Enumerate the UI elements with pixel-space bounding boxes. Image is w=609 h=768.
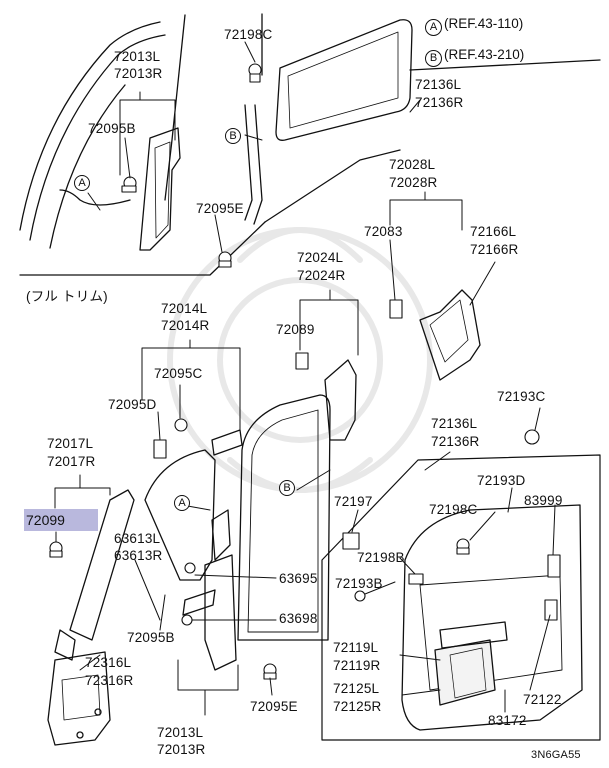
label-72125L[interactable]: 72125L [333,681,380,696]
label-72136L-mid[interactable]: 72136L [431,416,478,431]
label-72198C-mid[interactable]: 72198C [429,502,478,517]
label-72095C[interactable]: 72095C [154,366,203,381]
watermark-emblem [167,227,433,493]
label-72119R[interactable]: 72119R [333,658,381,673]
label-72095E-bottom[interactable]: 72095E [250,699,298,714]
label-72136R-mid[interactable]: 72136R [431,434,480,449]
clip-fasteners [49,63,561,680]
pillar-trim-upper [139,127,181,251]
reference-a: A(REF.43-110) [425,16,523,36]
label-72083[interactable]: 72083 [364,224,403,239]
label-72125R[interactable]: 72125R [333,699,382,714]
callout-a-upper: A [74,175,90,191]
label-72316R[interactable]: 72316R [85,673,134,688]
callout-b-upper: B [225,128,241,144]
label-72013R-top[interactable]: 72013R [114,66,163,81]
ref-b-letter: B [425,50,442,67]
label-72095B-bottom[interactable]: 72095B [127,630,175,645]
label-72193D[interactable]: 72193D [477,473,526,488]
label-72122[interactable]: 72122 [523,692,562,707]
kick-panel-72316 [47,651,111,746]
label-72028L[interactable]: 72028L [389,157,436,172]
label-72193B[interactable]: 72193B [335,576,383,591]
diagram-code: 3N6GA55 [531,749,581,761]
reference-b: B(REF.43-210) [425,47,524,67]
label-72166R[interactable]: 72166R [470,242,519,257]
rear-door-trim-panel [401,504,583,731]
door-weatherstrip [237,394,331,641]
label-83999[interactable]: 83999 [524,493,563,508]
label-83172[interactable]: 83172 [488,713,527,728]
ref-a-text: (REF.43-110) [444,16,524,31]
pillar-trim-72166 [419,289,481,381]
label-72166L[interactable]: 72166L [470,224,517,239]
label-72119L[interactable]: 72119L [333,640,379,655]
quarter-window-glass [275,19,413,141]
label-72013R-bottom[interactable]: 72013R [157,742,206,757]
label-72017R[interactable]: 72017R [47,454,96,469]
label-63613L[interactable]: 63613L [114,531,161,546]
label-72024L[interactable]: 72024L [297,250,344,265]
label-72198C-top[interactable]: 72198C [224,27,273,42]
label-72013L-top[interactable]: 72013L [114,49,161,64]
front-pillar-trims [144,429,243,671]
label-63613R[interactable]: 63613R [114,548,163,563]
rear-door-box [321,454,601,741]
leader-lines [54,41,556,716]
label-63695[interactable]: 63695 [279,571,318,586]
label-72014L[interactable]: 72014L [161,301,208,316]
label-72197[interactable]: 72197 [334,494,373,509]
label-72017L[interactable]: 72017L [47,436,94,451]
ref-b-text: (REF.43-210) [444,47,525,62]
label-72013L-bottom[interactable]: 72013L [157,725,204,740]
label-72089[interactable]: 72089 [276,322,315,337]
highlighted-part-number: 72099 [26,512,65,528]
label-72095E-top[interactable]: 72095E [196,201,244,216]
label-72095B-top[interactable]: 72095B [88,121,136,136]
highlighted-part[interactable]: 72099 [24,509,98,531]
label-72028R[interactable]: 72028R [389,175,438,190]
ref-a-letter: A [425,19,442,36]
callout-b-lower: B [279,480,295,496]
front-garnish-72017 [54,489,135,661]
label-72136L-top[interactable]: 72136L [415,77,462,92]
label-72316L[interactable]: 72316L [85,655,132,670]
callout-a-lower: A [174,495,190,511]
upper-body-outline [19,13,601,276]
label-63698[interactable]: 63698 [279,611,318,626]
label-72024R[interactable]: 72024R [297,268,346,283]
label-72136R-top[interactable]: 72136R [415,95,464,110]
label-72095D[interactable]: 72095D [108,397,157,412]
label-72014R[interactable]: 72014R [161,318,210,333]
label-72198B[interactable]: 72198B [357,550,405,565]
section-label: (フル トリム) [26,289,108,304]
label-72193C[interactable]: 72193C [497,389,546,404]
